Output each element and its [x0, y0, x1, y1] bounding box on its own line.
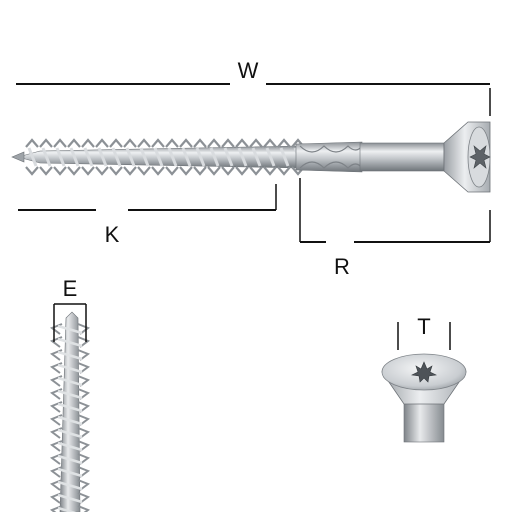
thread-highlight: [55, 147, 66, 167]
thread-crest: [81, 138, 95, 176]
thread-crest: [123, 138, 137, 176]
dimension-w: [16, 83, 491, 116]
thread-highlight: [181, 147, 192, 167]
torx-recess-side-icon: [469, 145, 491, 169]
thread-highlight: [279, 147, 290, 167]
thread-crest: [249, 138, 263, 176]
screw-side-view-icon: [11, 121, 491, 193]
torx-recess-icon: [411, 361, 437, 383]
head-detail-icon: [381, 322, 467, 443]
thread-crest: [39, 138, 53, 176]
thread-highlight: [251, 147, 262, 167]
vertical-thread-highlight: [57, 350, 83, 361]
thread-crest: [151, 138, 165, 176]
thread-crest: [193, 138, 207, 176]
thread-highlight: [27, 147, 38, 167]
thread-crest: [277, 138, 291, 176]
thread-crest: [95, 138, 109, 176]
vertical-thread-highlight: [57, 376, 83, 387]
vertical-thread-highlight: [57, 480, 83, 491]
vertical-thread-highlight: [57, 402, 83, 413]
vertical-thread-highlight: [57, 428, 83, 439]
thread-crest: [165, 138, 179, 176]
thread-crest: [207, 138, 221, 176]
thread-highlight: [237, 147, 248, 167]
vertical-thread-highlight: [57, 454, 83, 465]
vertical-thread-highlight: [57, 363, 83, 374]
thread-highlight: [41, 147, 52, 167]
thread-crest: [235, 138, 249, 176]
thread-highlight: [153, 147, 164, 167]
thread-highlight: [83, 147, 94, 167]
vertical-thread-highlight: [57, 337, 83, 348]
thread-crest: [221, 138, 235, 176]
thread-crest: [67, 138, 81, 176]
label-r: R: [334, 254, 350, 279]
vertical-thread-highlight: [57, 493, 83, 504]
thread-crests: [25, 138, 305, 176]
thread-crest: [263, 138, 277, 176]
vertical-thread-highlight: [57, 415, 83, 426]
label-e: E: [62, 276, 78, 301]
thread-crest: [53, 138, 67, 176]
thread-highlight: [265, 147, 276, 167]
vertical-thread-highlight: [57, 441, 83, 452]
thread-highlight: [167, 147, 178, 167]
vertical-thread-crests: [49, 323, 91, 512]
thread-highlight: [195, 147, 206, 167]
thread-highlight: [223, 147, 234, 167]
thread-crest: [179, 138, 193, 176]
dimension-k: [18, 184, 277, 211]
vertical-thread-highlight: [57, 324, 83, 335]
thread-crest: [109, 138, 123, 176]
thread-highlight: [111, 147, 122, 167]
label-w: W: [237, 58, 259, 83]
dimension-r: [299, 178, 491, 243]
vertical-thread-highlight: [57, 467, 83, 478]
thread-highlight: [139, 147, 150, 167]
vertical-thread-highlight: [57, 389, 83, 400]
label-t: T: [417, 314, 431, 339]
thread-crest: [137, 138, 151, 176]
label-k: K: [104, 222, 120, 247]
thread-highlight: [209, 147, 220, 167]
thread-highlight: [69, 147, 80, 167]
thread-highlight: [125, 147, 136, 167]
thread-detail-icon: [49, 303, 91, 512]
thread-highlight: [97, 147, 108, 167]
thread-crest: [25, 138, 39, 176]
